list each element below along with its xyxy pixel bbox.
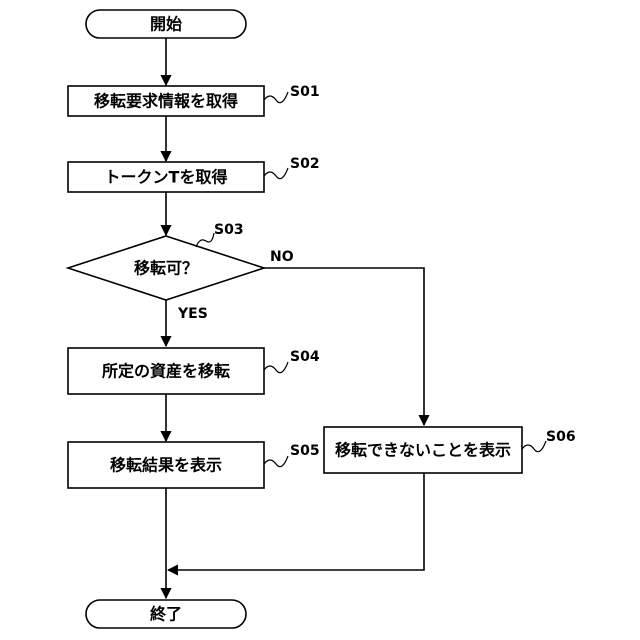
step-s04: 所定の資産を移転 S04 (68, 348, 320, 394)
step-s02: トークンTを取得 S02 (68, 156, 320, 192)
step-s02-leader (264, 168, 288, 179)
step-s03-id: S03 (214, 222, 244, 238)
branch-yes-label: YES (177, 306, 208, 322)
step-s01-id: S01 (290, 84, 320, 100)
step-s04-id: S04 (290, 349, 320, 365)
step-s05-leader (264, 456, 288, 467)
step-s05: 移転結果を表示 S05 (68, 442, 320, 488)
branch-no-label: NO (270, 249, 294, 265)
step-s06-label: 移転できないことを表示 (335, 441, 511, 460)
step-s04-leader (264, 362, 288, 373)
step-s06-id: S06 (546, 429, 576, 445)
step-s02-id: S02 (290, 156, 320, 172)
end-terminal: 終了 (86, 600, 246, 628)
step-s01: 移転要求情報を取得 S01 (68, 84, 320, 116)
start-label: 開始 (150, 15, 182, 34)
step-s05-id: S05 (290, 443, 320, 459)
step-s01-label: 移転要求情報を取得 (94, 92, 238, 111)
step-s04-label: 所定の資産を移転 (102, 362, 230, 381)
step-s03-leader (196, 233, 214, 247)
connector-s03-s06-no (264, 268, 424, 425)
step-s01-leader (264, 92, 288, 103)
start-terminal: 開始 (86, 10, 246, 38)
step-s03-label: 移転可？ (134, 259, 198, 278)
step-s02-label: トークンTを取得 (105, 168, 228, 187)
step-s05-label: 移転結果を表示 (110, 456, 222, 475)
step-s06: 移転できないことを表示 S06 (324, 427, 576, 473)
end-label: 終了 (150, 605, 182, 624)
step-s06-leader (522, 441, 546, 452)
